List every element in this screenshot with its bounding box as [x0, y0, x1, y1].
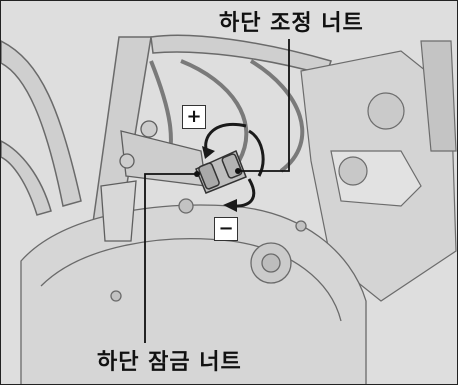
lock-nut [198, 162, 220, 190]
leader-lines [144, 39, 290, 343]
leader-dot-lock [194, 171, 200, 177]
arrow-head-plus [202, 146, 215, 159]
arrow-head-minus [223, 199, 237, 212]
leader-dot-adjusting [235, 168, 241, 174]
frame-tube-left [1, 34, 332, 252]
engine-body-right [300, 40, 457, 302]
minus-sign: − [214, 217, 238, 241]
lock-nut-label: 하단 잠금 너트 [97, 350, 242, 375]
clutch-bracket [100, 120, 207, 242]
adjuster-assembly [195, 149, 247, 194]
adjusting-nut-label: 하단 조정 너트 [219, 11, 364, 36]
plus-sign: + [182, 105, 206, 129]
leader-adjusting-nut [238, 39, 290, 172]
leader-lock-nut [144, 173, 197, 343]
